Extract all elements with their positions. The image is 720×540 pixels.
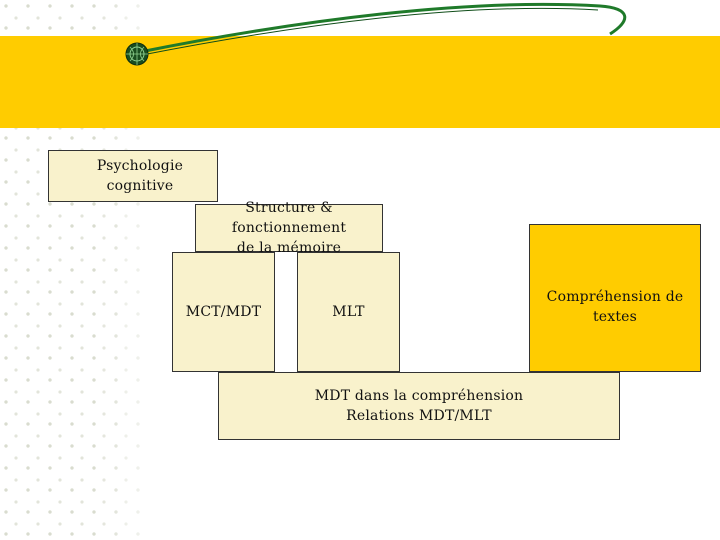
box-mdt-comprehension: MDT dans la compréhension Relations MDT/… <box>218 372 620 440</box>
banner-decoration <box>125 2 627 66</box>
label-structure: Structure & fonctionnement de la mémoire <box>231 200 347 256</box>
label-psychologie: Psychologie cognitive <box>96 158 184 194</box>
label-mdt: MDT dans la compréhension Relations MDT/… <box>314 388 524 424</box>
globe-bullet-icon <box>125 42 149 66</box>
box-structure-memoire: Structure & fonctionnement de la mémoire <box>195 200 383 256</box>
box-mct-mdt: MCT/MDT <box>172 252 275 372</box>
label-mct: MCT/MDT <box>185 304 262 320</box>
box-psychologie-cognitive: Psychologie cognitive <box>48 150 218 202</box>
label-comprehension: Compréhension de textes <box>546 289 684 325</box>
title-banner <box>0 36 720 128</box>
label-mlt: MLT <box>332 304 365 320</box>
box-mlt: MLT <box>297 252 400 372</box>
green-swoosh <box>139 2 627 54</box>
box-comprehension-textes: Compréhension de textes <box>529 224 701 372</box>
